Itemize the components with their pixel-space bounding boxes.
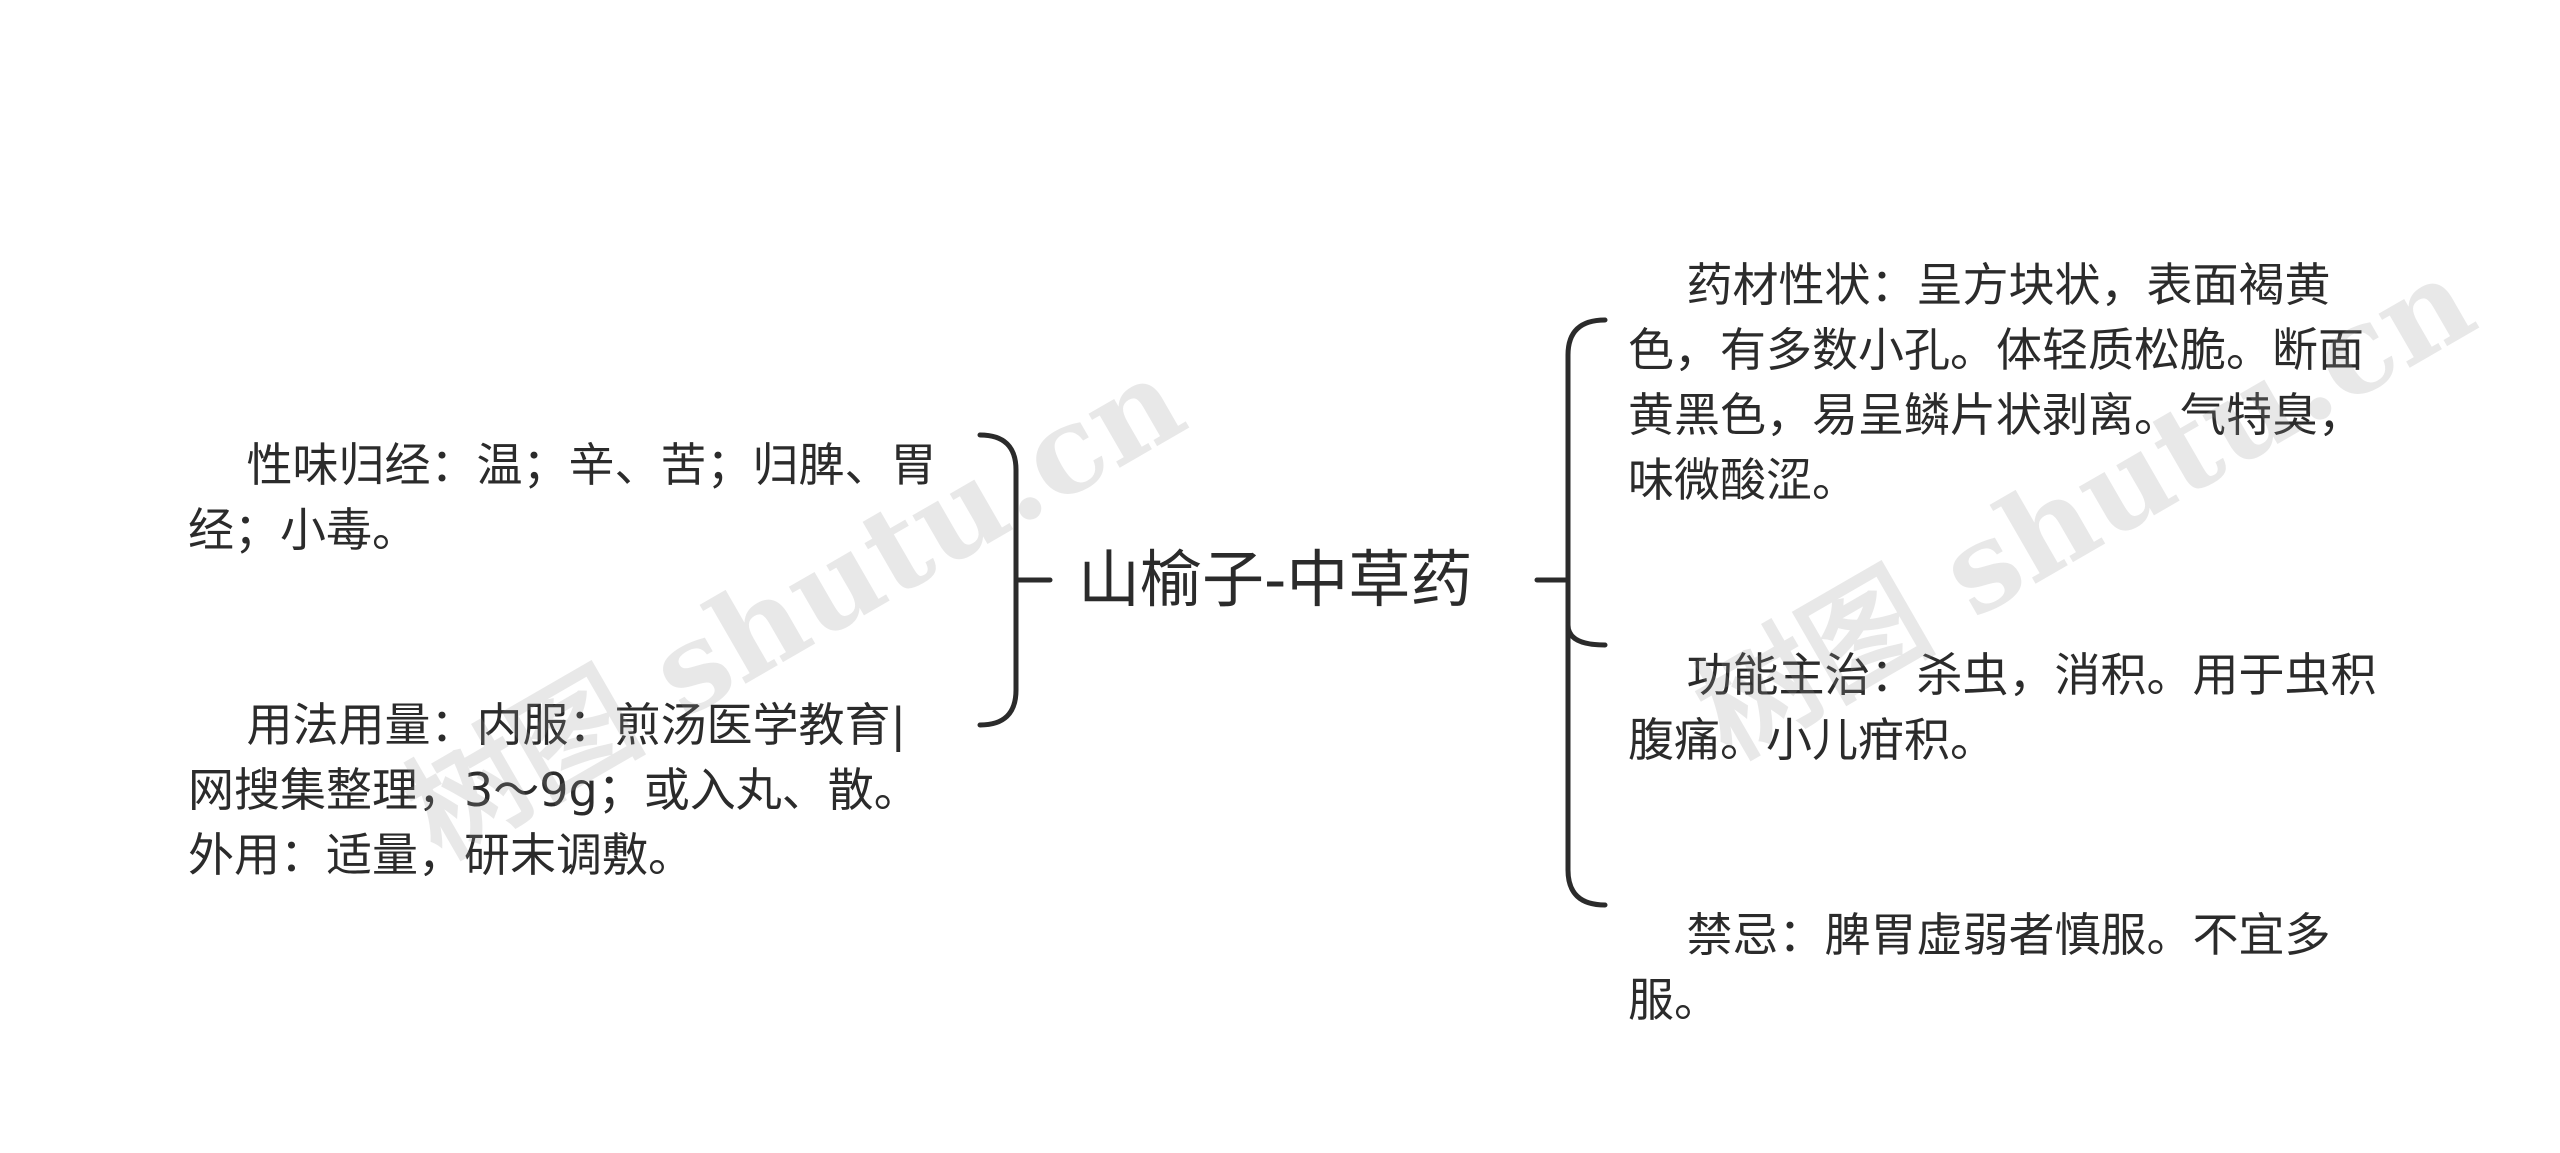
center-topic-label: 山榆子-中草药: [1078, 543, 1473, 616]
branch-node-contraindications[interactable]: 禁忌：脾胃虚弱者慎服。不宜多服。: [1628, 838, 2388, 1098]
branch-node-herb-characteristics[interactable]: 药材性状：呈方块状，表面褐黄色，有多数小孔。体轻质松脆。断面黄黑色，易呈鳞片状剥…: [1628, 188, 2388, 578]
center-topic[interactable]: 山榆子-中草药: [1078, 540, 1518, 620]
branch-node-label: 用法用量：内服：煎汤医学教育|网搜集整理，3～9g；或入丸、散。外用：适量，研末…: [188, 698, 920, 882]
branch-node-label: 功能主治：杀虫，消积。用于虫积腹痛。小儿疳积。: [1628, 648, 2377, 767]
right-bracket: [1565, 317, 1608, 908]
branch-node-indications[interactable]: 功能主治：杀虫，消积。用于虫积腹痛。小儿疳积。: [1628, 578, 2388, 838]
right-bracket-middle-tick: [1565, 622, 1608, 648]
branch-node-label: 性味归经：温；辛、苦；归脾、胃经；小毒。: [188, 438, 937, 557]
branch-node-label: 禁忌：脾胃虚弱者慎服。不宜多服。: [1628, 908, 2331, 1027]
branch-node-label: 药材性状：呈方块状，表面褐黄色，有多数小孔。体轻质松脆。断面黄黑色，易呈鳞片状剥…: [1628, 258, 2364, 507]
left-bracket: [977, 432, 1019, 728]
branch-node-usage-dosage[interactable]: 用法用量：内服：煎汤医学教育|网搜集整理，3～9g；或入丸、散。外用：适量，研末…: [188, 628, 948, 953]
branch-node-properties[interactable]: 性味归经：温；辛、苦；归脾、胃经；小毒。: [188, 368, 948, 628]
